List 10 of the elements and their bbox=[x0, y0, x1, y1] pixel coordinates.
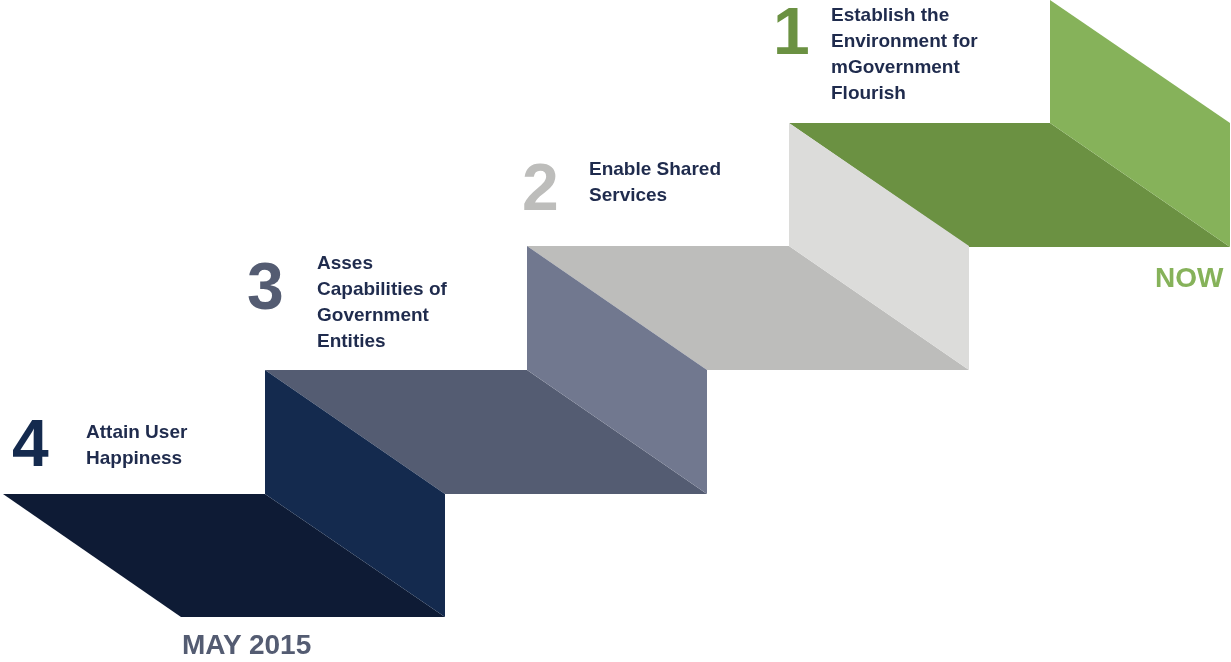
step-number: 4 bbox=[12, 410, 49, 476]
step-label: Establish the Environment for mGovernment Flourish bbox=[831, 3, 979, 105]
step-number: 2 bbox=[522, 154, 559, 220]
step-number: 3 bbox=[247, 253, 284, 319]
step-label: Asses Capabilities of Government Entities bbox=[317, 251, 448, 353]
step-label: Enable Shared Services bbox=[589, 157, 722, 207]
timeline-label: NOW bbox=[1155, 262, 1224, 294]
timeline-label: MAY 2015 bbox=[182, 629, 312, 661]
step-number: 1 bbox=[773, 0, 810, 64]
step-label: Attain User Happiness bbox=[86, 420, 189, 470]
